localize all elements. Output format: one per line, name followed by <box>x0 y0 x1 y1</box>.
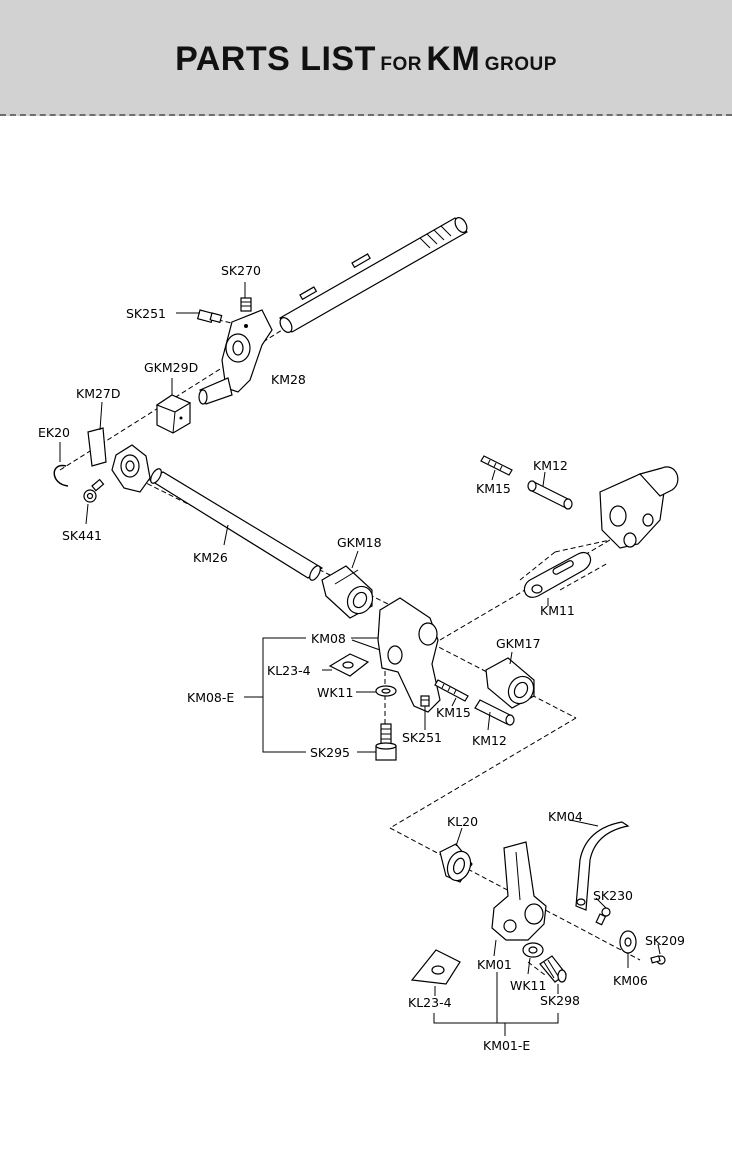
sk230-screw <box>595 897 611 926</box>
kl23-4-washer-bottom <box>410 949 461 996</box>
km12-km15-top-pins <box>480 455 573 510</box>
label-km15-top: KM15 <box>476 481 511 496</box>
title-parts-list: PARTS LIST <box>175 40 376 78</box>
label-ek20: EK20 <box>38 425 70 440</box>
label-km06: KM06 <box>613 973 648 988</box>
sk270-screw <box>240 282 252 312</box>
page-title: PARTS LIST FOR KM GROUP <box>0 40 732 79</box>
label-km04: KM04 <box>548 809 583 824</box>
km04-arm <box>569 819 630 911</box>
label-km12-mid: KM12 <box>472 733 507 748</box>
top-right-mechanism <box>599 466 679 549</box>
top-shaft <box>279 217 468 333</box>
label-km15-mid: KM15 <box>436 705 471 720</box>
km06-collar-sk209 <box>619 930 666 968</box>
label-km11: KM11 <box>540 603 575 618</box>
gkm18-bushing <box>321 550 374 619</box>
label-sk295: SK295 <box>310 745 350 760</box>
km01-e-bracket <box>433 972 559 1036</box>
sk295-bolt <box>375 723 397 761</box>
label-wk11-top: WK11 <box>317 685 353 700</box>
label-kl20: KL20 <box>447 814 478 829</box>
wk11-sk298-bottom <box>522 942 567 994</box>
label-gkm18: GKM18 <box>337 535 382 550</box>
label-sk251-mid: SK251 <box>402 730 442 745</box>
km01-crank <box>491 841 547 957</box>
label-sk441: SK441 <box>62 528 102 543</box>
sk251-screw-mid <box>420 695 430 730</box>
gkm17-bushing <box>485 651 535 709</box>
label-km28: KM28 <box>271 372 306 387</box>
sk251-screw-top <box>176 309 223 324</box>
page-header: PARTS LIST FOR KM GROUP <box>0 0 732 116</box>
label-gkm17: GKM17 <box>496 636 541 651</box>
label-km01: KM01 <box>477 957 512 972</box>
label-sk251-top: SK251 <box>126 306 166 321</box>
label-sk230: SK230 <box>593 888 633 903</box>
km08-rocker <box>351 597 441 713</box>
title-group-code: KM <box>426 40 481 78</box>
part-labels: SK270 SK251 GKM29D KM28 KM27D EK20 SK441… <box>38 263 685 1053</box>
kl23-4-washer-top <box>322 653 370 677</box>
label-km01-e: KM01-E <box>483 1038 530 1053</box>
label-sk270: SK270 <box>221 263 261 278</box>
gkm29d-block <box>155 378 192 434</box>
label-km08: KM08 <box>311 631 346 646</box>
label-km26: KM26 <box>193 550 228 565</box>
label-km27d: KM27D <box>76 386 121 401</box>
km27d-bracket-group <box>53 401 151 525</box>
km26-shaft <box>148 468 324 581</box>
label-km08-e: KM08-E <box>187 690 234 705</box>
km28-crank-arm <box>198 309 273 405</box>
km15-km12-mid-pins <box>434 679 515 731</box>
label-sk209: SK209 <box>645 933 685 948</box>
label-kl23-4-bottom: KL23-4 <box>408 995 452 1010</box>
label-km12-top: KM12 <box>533 458 568 473</box>
label-gkm29d: GKM29D <box>144 360 198 375</box>
km11-link <box>523 552 592 606</box>
assembly-axes <box>59 317 641 976</box>
kl20-bushing <box>439 827 473 883</box>
label-sk298: SK298 <box>540 993 580 1008</box>
label-wk11-bottom: WK11 <box>510 978 546 993</box>
km08-e-bracket <box>244 637 378 753</box>
wk11-washer-top <box>356 685 397 697</box>
title-group: GROUP <box>484 54 557 75</box>
title-for: FOR <box>380 54 422 75</box>
label-kl23-4-top: KL23-4 <box>267 663 311 678</box>
